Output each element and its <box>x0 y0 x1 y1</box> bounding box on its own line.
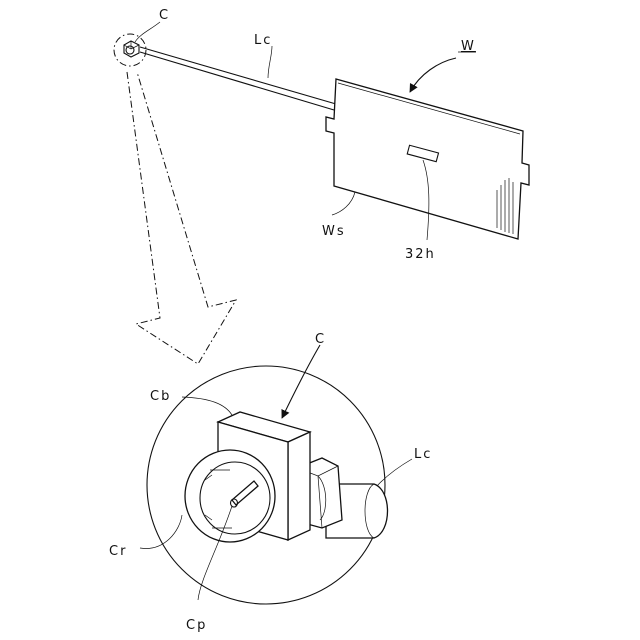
card-w <box>326 79 529 239</box>
label-cr: Cr <box>109 544 127 559</box>
projection-arrow <box>127 72 236 364</box>
label-w: W <box>461 39 476 54</box>
label-c-top: C <box>159 8 170 23</box>
label-lc-top: Lc <box>254 33 272 48</box>
label-c-bottom: C <box>315 332 326 347</box>
labels: C Lc W Ws 32h C Cb Lc Cr Cp <box>109 8 476 633</box>
connector-small <box>124 41 139 57</box>
label-32h: 32h <box>405 247 436 262</box>
label-cp: Cp <box>186 618 207 633</box>
label-lc-bottom: Lc <box>414 447 432 462</box>
detail-circle-small <box>114 34 146 66</box>
ring-cr <box>185 450 275 542</box>
label-cb: Cb <box>150 389 171 404</box>
cable-lc-top <box>140 47 336 110</box>
label-ws: Ws <box>322 224 346 239</box>
